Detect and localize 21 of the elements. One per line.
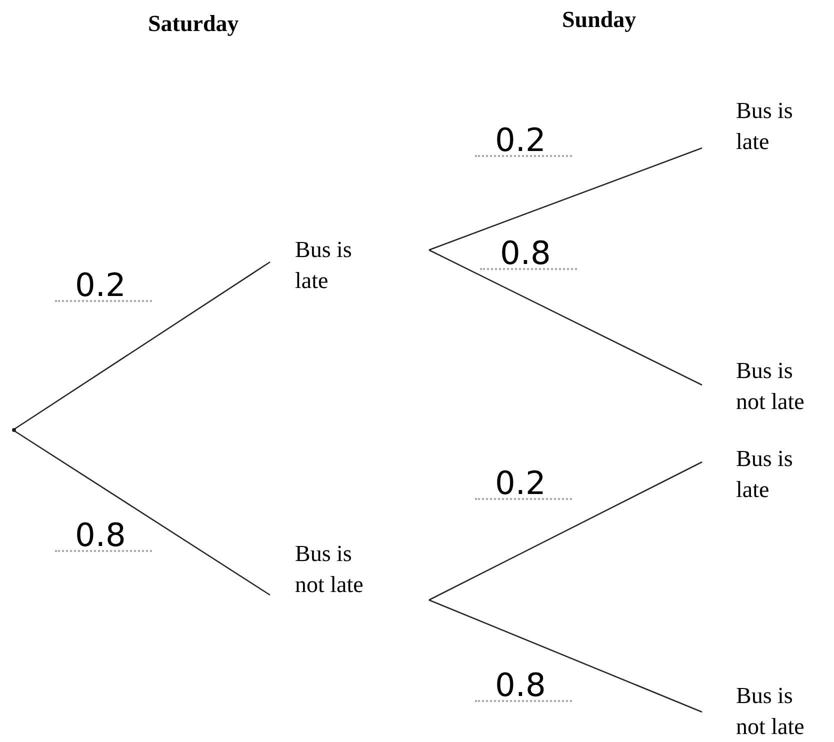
outcome-label: Bus is late: [268, 234, 432, 300]
outcome-label: Bus is late: [700, 443, 834, 505]
probability-answer: 0.2: [55, 268, 152, 302]
column-heading: Sunday: [562, 8, 636, 31]
outcome-label: Bus is late: [700, 95, 834, 157]
probability-answer: 0.2: [475, 123, 572, 157]
branch-line: [12, 261, 270, 431]
column-heading: Saturday: [148, 12, 239, 35]
probability-answer: 0.8: [475, 668, 572, 702]
outcome-label: Bus is not late: [700, 355, 834, 417]
branch-line: [428, 249, 702, 386]
probability-answer: 0.8: [55, 518, 152, 552]
probability-answer: 0.2: [475, 466, 572, 500]
outcome-label: Bus is not late: [268, 538, 432, 604]
branch-line: [428, 461, 702, 601]
branch-line: [12, 429, 270, 596]
branch-point: [12, 428, 16, 432]
probability-answer: 0.8: [480, 236, 577, 270]
branch-line: [428, 599, 702, 713]
outcome-label: Bus is not late: [700, 680, 834, 742]
branch-line: [428, 147, 702, 251]
